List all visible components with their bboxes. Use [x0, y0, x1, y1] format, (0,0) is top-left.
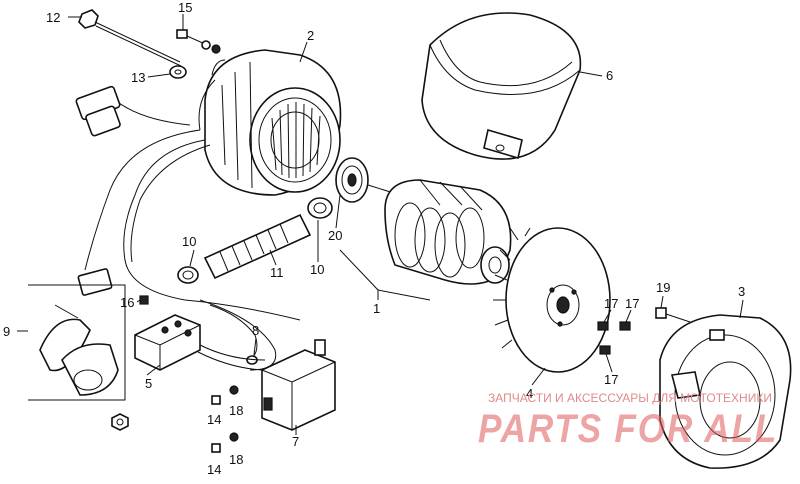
- part-7-circuit-breaker: [261, 339, 336, 431]
- part-5-terminal-block: [134, 314, 201, 371]
- part-12-bolt: [78, 9, 182, 67]
- part-3-end-cover: [659, 314, 792, 469]
- part-17-screws: [597, 321, 631, 355]
- callout-3: 3: [738, 284, 745, 299]
- callout-14-top: 14: [207, 412, 221, 427]
- callout-13: 13: [131, 70, 145, 85]
- wire-connector-top: [75, 85, 121, 137]
- callout-17-c: 17: [604, 372, 618, 387]
- callout-20: 20: [328, 228, 342, 243]
- part-13-washer: [169, 65, 187, 79]
- callout-15: 15: [178, 0, 192, 15]
- part-10-grommet-left: [177, 266, 199, 284]
- callout-18-bottom: 18: [229, 452, 243, 467]
- callout-10-right: 10: [310, 262, 324, 277]
- callout-4: 4: [526, 386, 533, 401]
- callout-2: 2: [307, 28, 314, 43]
- part-15-screw: [176, 29, 221, 54]
- callout-5: 5: [145, 376, 152, 391]
- callout-17-a: 17: [604, 296, 618, 311]
- callout-7: 7: [292, 434, 299, 449]
- callout-18-top: 18: [229, 403, 243, 418]
- callout-6: 6: [606, 68, 613, 83]
- part-8-ground-wire: [197, 304, 266, 371]
- part-14-18-fasteners: [211, 385, 239, 453]
- callout-14-bottom: 14: [207, 462, 221, 477]
- callout-12: 12: [46, 10, 60, 25]
- callout-16: 16: [120, 295, 134, 310]
- part-16-screw: [139, 295, 149, 305]
- wire-connector-bottom: [77, 268, 113, 296]
- callout-10-left: 10: [182, 234, 196, 249]
- part-19-bolt: [655, 307, 691, 323]
- part-9-bracket: [28, 284, 129, 431]
- callout-19: 19: [656, 280, 670, 295]
- wiring-harness: [84, 79, 301, 371]
- watermark-tagline: ЗАПЧАСТИ И АКСЕССУАРЫ ДЛЯ МОТОТЕХНИКИ: [488, 391, 772, 405]
- callout-1: 1: [373, 301, 380, 316]
- part-1-rotor: [367, 179, 512, 285]
- callouts: 12 15 2 13 6 20 10 11 10 1 16 9 8 5 14 1…: [3, 0, 745, 477]
- part-6-cover-band: [421, 12, 582, 160]
- part-10-grommet-right: [307, 197, 333, 219]
- part-4-fan: [493, 227, 611, 373]
- callout-11: 11: [270, 265, 284, 280]
- part-11-boot: [203, 213, 312, 280]
- part-20-bearing: [335, 157, 369, 203]
- callout-8: 8: [252, 323, 259, 338]
- callout-17-b: 17: [625, 296, 639, 311]
- callout-9: 9: [3, 324, 10, 339]
- watermark: ЗАПЧАСТИ И АКСЕССУАРЫ ДЛЯ МОТОТЕХНИКИ PA…: [478, 391, 778, 451]
- part-2-stator: [204, 49, 342, 196]
- leader-lines: [17, 14, 744, 435]
- watermark-brand: PARTS FOR ALL: [478, 407, 778, 451]
